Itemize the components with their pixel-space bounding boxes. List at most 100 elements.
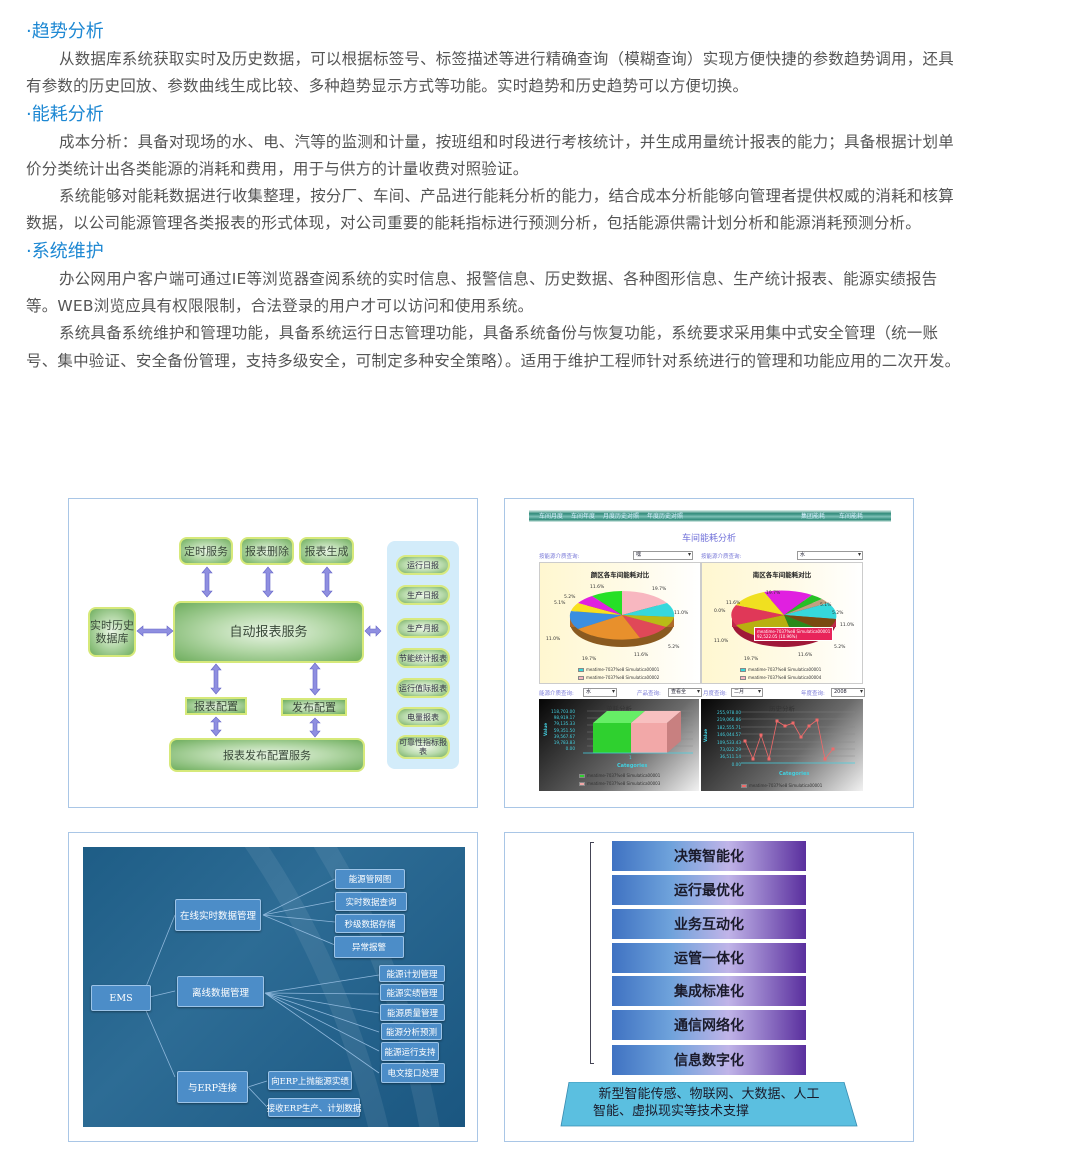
leaf-node: 异常报警: [334, 936, 404, 958]
paragraph: 从数据库系统获取实时及历史数据，可以根据标签号、标签描述等进行精确查询（模糊查询…: [26, 50, 954, 96]
box-report-config: 报表配置: [185, 697, 247, 715]
leaf-node: 秒级数据存储: [335, 914, 405, 933]
leaf-node: 能源管网图: [335, 869, 405, 889]
technology-base: 新型智能传感、物联网、大数据、人工 智能、虚拟现实等技术支撑: [559, 1082, 859, 1128]
leaf-node: 能源运行支持: [381, 1042, 439, 1061]
legend-item: meatime-7037%e8 Simulatica00002: [578, 675, 659, 680]
leaf-node: 能源实绩管理: [380, 984, 444, 1001]
paragraph: 系统能够对能耗数据进行收集整理，按分厂、车间、产品进行能耗分析的能力，结合成本分…: [26, 187, 954, 233]
query-label: 产品查询:: [637, 691, 661, 697]
section-energy: ·能耗分析 成本分析：具备对现场的水、电、汽等的监测和计量，按班组和时段进行考核…: [26, 101, 966, 238]
legend-item: meatime-7037%e8 Simulatica00004: [740, 675, 821, 680]
nav-link[interactable]: 月度历史对照: [603, 513, 640, 520]
figure-layer-stack: 决策智能化 运行最优化 业务互动化 运管一体化 集成标准化 通信网络化 信息数字…: [504, 832, 914, 1142]
nav-link[interactable]: 车间能耗: [839, 513, 864, 520]
section-trend: ·趋势分析 从数据库系统获取实时及历史数据，可以根据标签号、标签描述等进行精确查…: [26, 18, 966, 101]
report-item: 电量报表: [396, 707, 450, 727]
chart-title: 颜区各车间能耗对比: [590, 571, 650, 579]
legend-item: meatime-7037%e8 Simulatica00001: [579, 773, 660, 778]
ems-root: EMS: [91, 985, 151, 1011]
layer-item: 业务互动化: [612, 909, 806, 939]
medium-select[interactable]: 水: [583, 688, 617, 697]
line-graphic: [741, 711, 855, 764]
branch-offline: 离线数据管理: [177, 976, 264, 1007]
report-item: 生产月报: [396, 618, 450, 638]
query-label: 年度查询:: [801, 691, 825, 697]
report-item: 运行日报: [396, 555, 450, 575]
section-heading: ·能耗分析: [26, 103, 104, 125]
screen-title: 车间能耗分析: [681, 534, 736, 544]
nav-link[interactable]: 车间月度: [539, 513, 564, 520]
trapezoid-shape: [560, 1082, 858, 1127]
month-select[interactable]: 二月: [731, 688, 763, 697]
pie-chart-right: 南区各车间能耗对比 19.7% 5.1% 5.2% 11.0% 5.2% 11.…: [701, 562, 863, 684]
query-label: 按能源介质查询:: [539, 554, 580, 560]
bracket: [590, 842, 594, 1064]
article-body: ·趋势分析 从数据库系统获取实时及历史数据，可以根据标签号、标签描述等进行精确查…: [26, 18, 966, 375]
leaf-node: 电文接口处理: [381, 1063, 445, 1083]
bar-graphic: [583, 710, 693, 754]
pie-graphic: [731, 590, 837, 647]
leaf-node: 接收ERP生产、计划数据: [267, 1098, 361, 1117]
box-realtime-db: 实时历史数据库: [88, 607, 136, 657]
leaf-node: 向ERP上抛能源实绩: [268, 1071, 352, 1090]
pie-chart-left: 颜区各车间能耗对比 19.7% 11.0% 5.2% 11.6% 19.7% 1…: [539, 562, 701, 684]
nav-link[interactable]: 年度历史对照: [647, 513, 684, 520]
query-label: 月度查询:: [703, 691, 727, 697]
box-publish-config-service: 报表发布配置服务: [169, 738, 365, 772]
legend-item: meatime-7037%e8 Simulatica00003: [579, 781, 660, 786]
box-auto-report-service: 自动报表服务: [173, 601, 364, 663]
report-item: 可靠性指标报表: [396, 735, 450, 759]
box-report-delete: 报表删除: [240, 537, 294, 565]
ems-diagram: EMS 在线实时数据管理 能源管网图 实时数据查询 秒级数据存储 异常报警 离线…: [83, 847, 465, 1127]
medium-select-right[interactable]: 水: [797, 551, 863, 560]
chart-title: 南区各车间能耗对比: [752, 571, 812, 579]
layer-item: 决策智能化: [612, 841, 806, 871]
nav-link[interactable]: 集团能耗: [801, 513, 826, 520]
leaf-node: 能源计划管理: [379, 965, 445, 982]
base-text: 新型智能传感、物联网、大数据、人工 智能、虚拟现实等技术支撑: [593, 1087, 820, 1119]
box-scheduled-service: 定时服务: [179, 537, 233, 565]
chart-title: 历史分析: [769, 705, 795, 713]
legend-item: meatime-7037%e8 Simulatica00001: [578, 667, 659, 672]
product-select[interactable]: 查看全: [668, 688, 702, 697]
section-heading: ·系统维护: [26, 240, 104, 262]
figure-report-flow: 定时服务 报表删除 报表生成 实时历史数据库 自动报表服务 报表配置 发布配置 …: [68, 498, 478, 808]
figure-ems-tree: EMS 在线实时数据管理 能源管网图 实时数据查询 秒级数据存储 异常报警 离线…: [68, 832, 478, 1142]
leaf-node: 实时数据查询: [335, 892, 407, 911]
branch-erp: 与ERP连接: [177, 1071, 248, 1103]
paragraph: 办公网用户客户端可通过IE等浏览器查阅系统的实时信息、报警信息、历史数据、各种图…: [26, 269, 938, 316]
chart-title: 单耗分析: [606, 705, 632, 713]
legend-item: meatime-7037%e8 Simulatica00001: [740, 667, 821, 672]
layer-item: 信息数字化: [612, 1045, 806, 1075]
box-report-generate: 报表生成: [299, 537, 354, 565]
year-select[interactable]: 2008: [831, 688, 865, 697]
report-list: 运行日报 生产日报 生产月报 节能统计报表 运行值际报表 电量报表 可靠性指标报…: [387, 541, 459, 769]
query-label: 按能源介质查询:: [701, 554, 742, 560]
section-heading: ·趋势分析: [26, 21, 104, 42]
medium-select-left[interactable]: 嘿: [633, 551, 693, 560]
query-label: 能源介质查询:: [539, 691, 574, 697]
branch-online: 在线实时数据管理: [175, 899, 261, 931]
section-maintenance: ·系统维护 办公网用户客户端可通过IE等浏览器查阅系统的实时信息、报警信息、历史…: [26, 238, 966, 375]
layer-item: 运管一体化: [612, 943, 806, 973]
double-arrow-icon: [136, 566, 382, 738]
layer-item: 运行最优化: [612, 875, 806, 905]
report-item: 生产日报: [396, 585, 450, 605]
report-item: 节能统计报表: [396, 648, 450, 668]
layer-item: 集成标准化: [612, 976, 806, 1006]
leaf-node: 能源分析预测: [381, 1023, 442, 1040]
layer-item: 通信网络化: [612, 1010, 806, 1040]
screen-nav-bar: 车间月度 车间年度 月度历史对照 年度历史对照 集团能耗 车间能耗: [529, 510, 891, 522]
paragraph: 成本分析：具备对现场的水、电、汽等的监测和计量，按班组和时段进行考核统计，并生成…: [26, 132, 954, 178]
nav-link[interactable]: 车间年度: [571, 513, 596, 520]
box-publish-config: 发布配置: [281, 698, 347, 716]
report-item: 运行值际报表: [396, 678, 450, 698]
legend-item: meatime-7037%e8 Simulatica00001: [741, 783, 822, 788]
leaf-node: 能源质量管理: [380, 1004, 445, 1021]
